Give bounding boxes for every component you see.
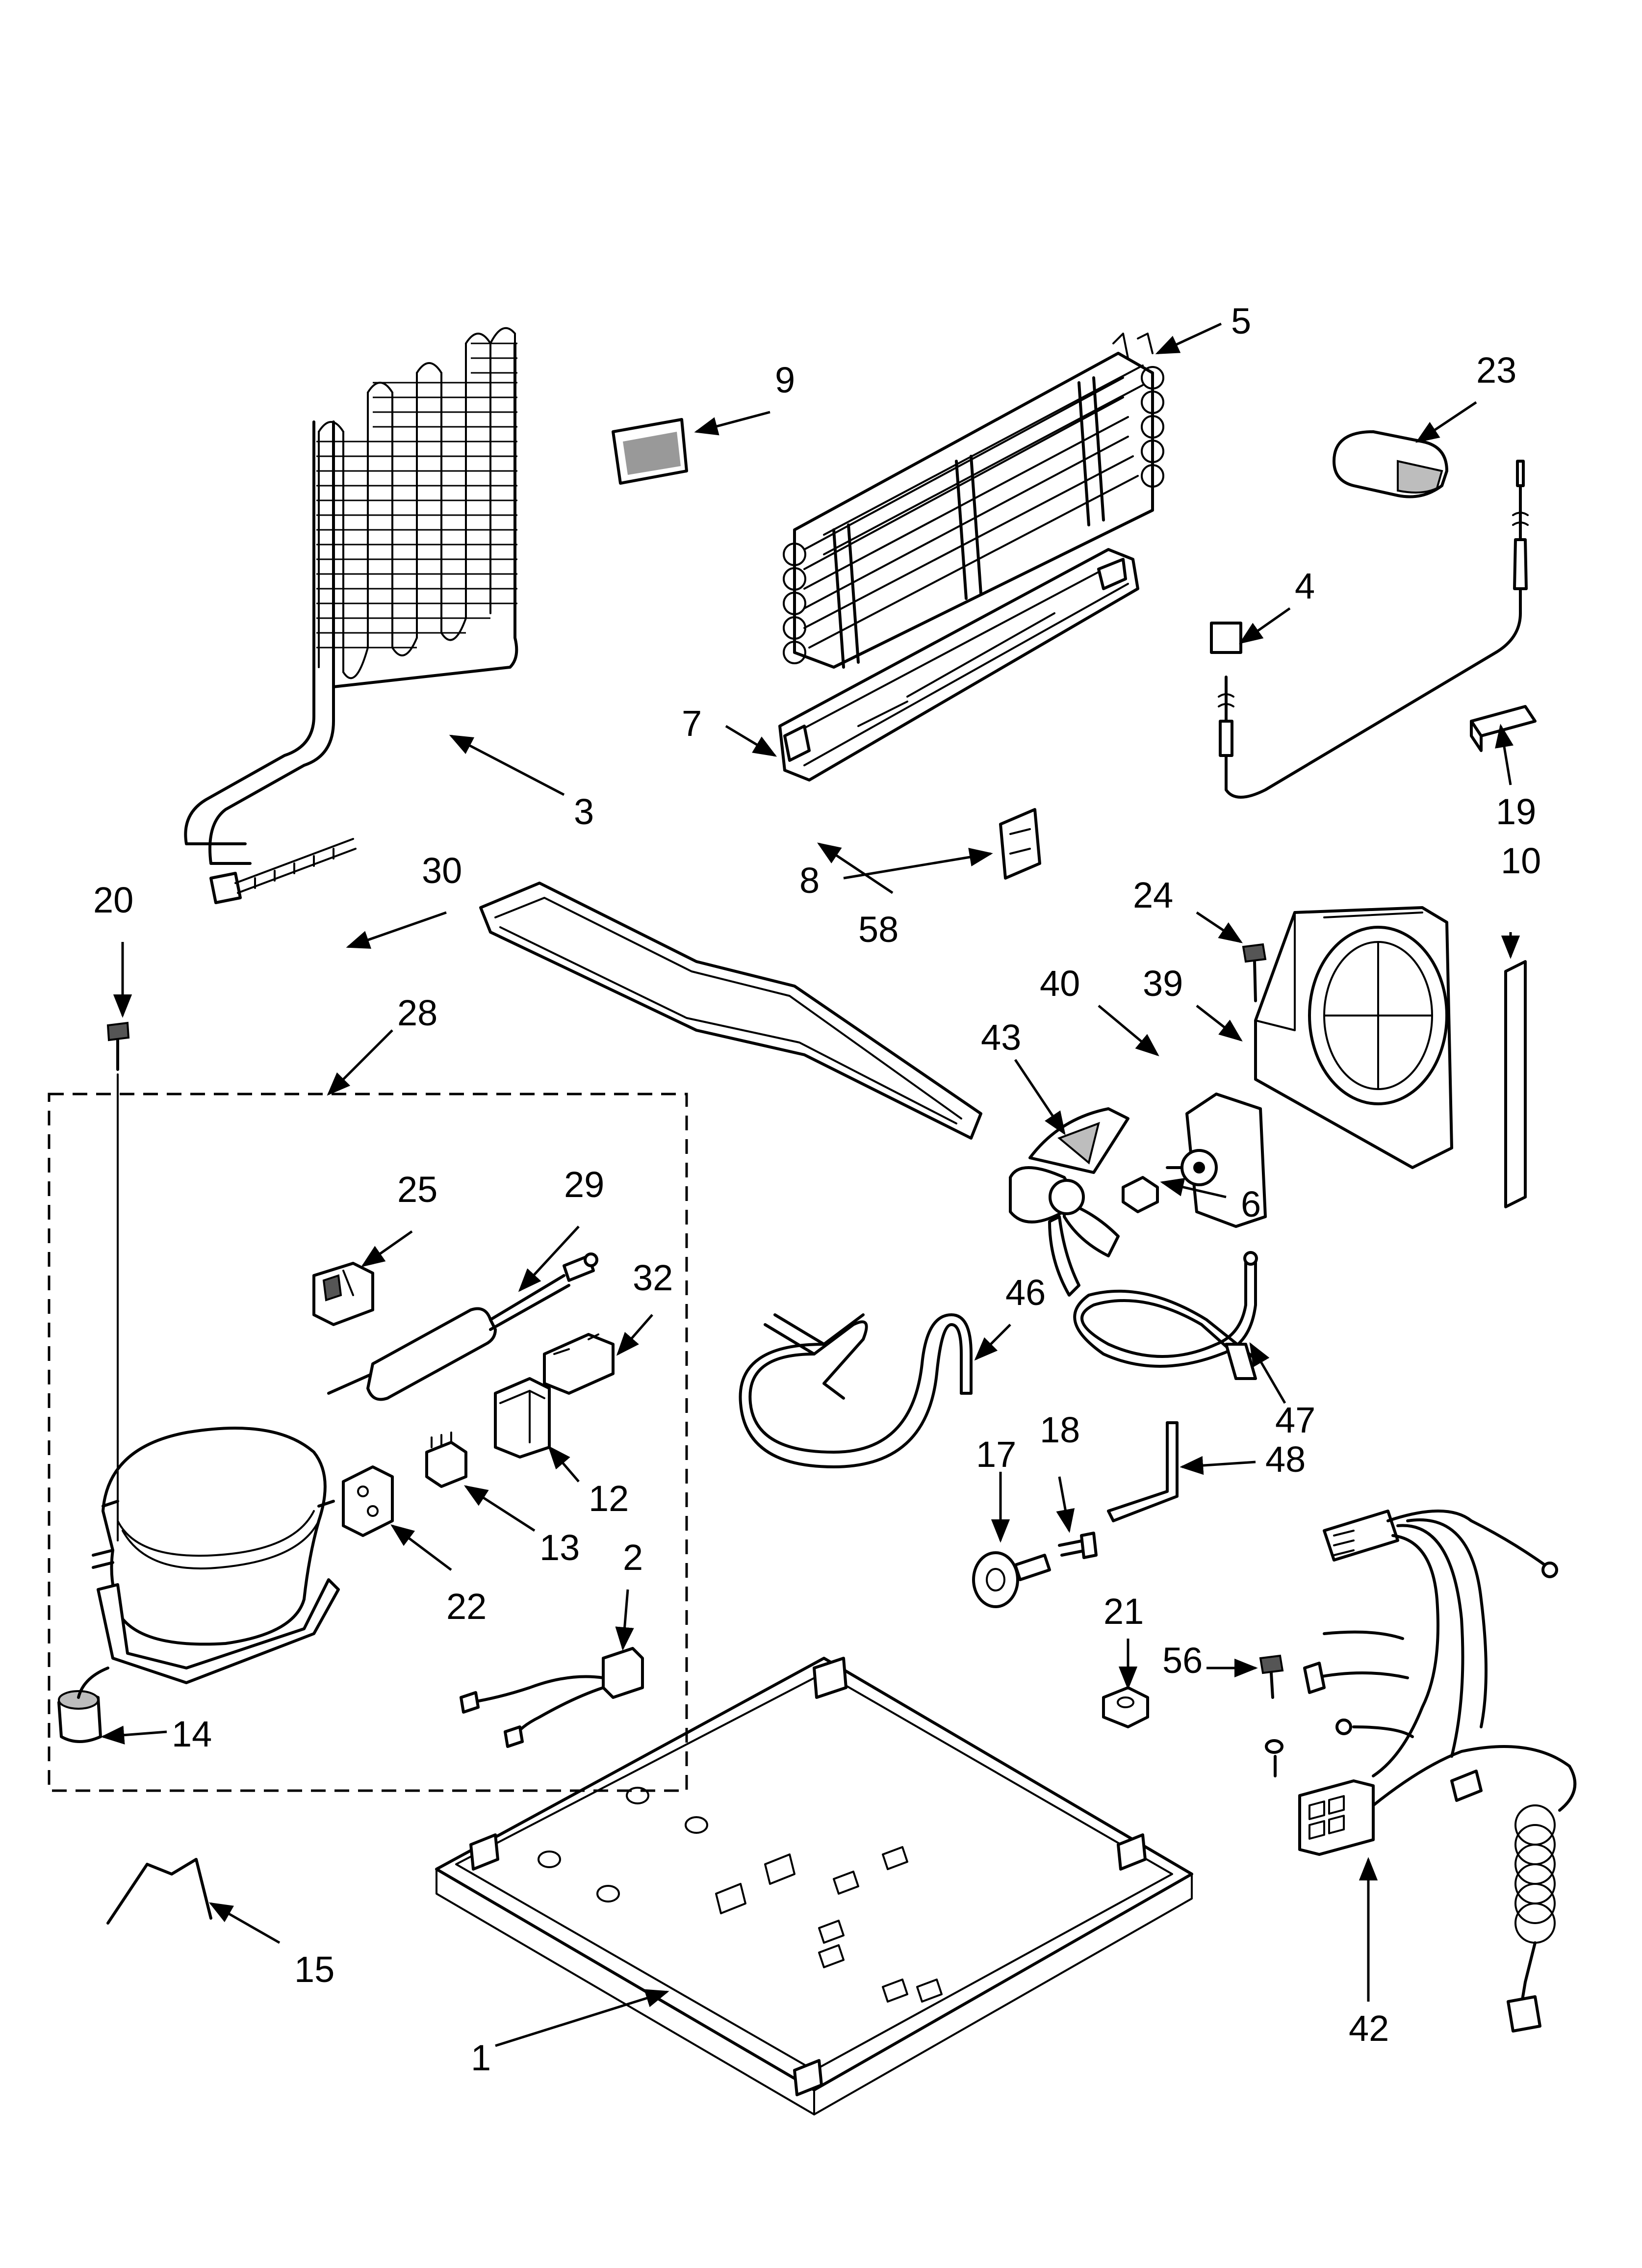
label-5: 5	[1231, 301, 1251, 341]
filter-drier	[327, 1252, 598, 1401]
motor-nut	[1122, 1176, 1159, 1213]
part-labels: 3 9 5 23 4 7 19 8 10 24 58 30 20 28 40 3…	[93, 301, 1541, 2078]
label-15: 15	[294, 1949, 334, 1990]
terminal-block	[342, 1465, 394, 1537]
roller-foot	[972, 1551, 1051, 1608]
spring-clip	[106, 1858, 212, 1925]
label-43: 43	[981, 1017, 1021, 1058]
mounting-screw	[106, 1021, 130, 1541]
compressor-harness	[460, 1647, 644, 1748]
gasket-strip	[1504, 960, 1527, 1208]
overload-relay	[312, 1262, 374, 1326]
label-28: 28	[397, 992, 437, 1033]
relay-cover	[494, 1377, 551, 1459]
label-39: 39	[1143, 963, 1183, 1004]
suction-tube	[739, 1313, 973, 1468]
elbow-tube	[1107, 1421, 1179, 1522]
wire-clip	[1470, 705, 1537, 752]
label-9: 9	[775, 360, 795, 400]
ground-screw	[1259, 1654, 1284, 1777]
label-22: 22	[446, 1586, 487, 1627]
evaporator	[783, 333, 1164, 669]
label-56: 56	[1162, 1640, 1203, 1681]
wiring-harness	[1298, 1510, 1577, 2033]
label-25: 25	[397, 1169, 437, 1210]
label-58: 58	[858, 909, 898, 950]
rubber-cap	[1333, 430, 1448, 498]
label-19: 19	[1496, 791, 1536, 832]
label-4: 4	[1295, 566, 1315, 606]
label-40: 40	[1040, 963, 1080, 1004]
label-20: 20	[93, 880, 133, 920]
label-18: 18	[1040, 1409, 1080, 1450]
thermistor-wire	[1210, 460, 1529, 799]
label-6: 6	[1241, 1184, 1261, 1225]
label-42: 42	[1349, 2008, 1389, 2049]
label-12: 12	[589, 1478, 629, 1519]
label-14: 14	[172, 1714, 212, 1754]
fan-shroud	[1254, 906, 1453, 1169]
label-30: 30	[422, 850, 462, 891]
label-2: 2	[623, 1537, 643, 1578]
label-24: 24	[1133, 875, 1173, 915]
label-7: 7	[682, 703, 702, 744]
label-21: 21	[1103, 1591, 1144, 1632]
clip-bracket	[999, 808, 1041, 880]
label-8: 8	[799, 860, 820, 901]
filter-pad	[612, 418, 688, 485]
compressor-grommet	[57, 1667, 109, 1743]
label-46: 46	[1005, 1272, 1046, 1313]
label-23: 23	[1476, 350, 1516, 391]
drain-pan	[479, 882, 982, 1140]
label-32: 32	[633, 1257, 673, 1298]
leader-lines	[101, 322, 1520, 2047]
drain-trough	[778, 548, 1139, 782]
label-47: 47	[1275, 1400, 1315, 1440]
base-frame	[435, 1657, 1193, 2115]
label-3: 3	[574, 791, 594, 832]
start-relay	[425, 1432, 467, 1488]
fan-blade	[1009, 1107, 1129, 1297]
compressor	[92, 1427, 340, 1684]
label-1: 1	[471, 2037, 491, 2078]
condenser-coil	[184, 327, 518, 865]
label-48: 48	[1265, 1439, 1306, 1480]
hex-nut	[1102, 1686, 1149, 1728]
label-17: 17	[976, 1434, 1016, 1475]
label-10: 10	[1501, 840, 1541, 881]
shroud-screw	[1242, 943, 1267, 1002]
cable-tie	[209, 838, 357, 904]
capillary-tube	[1073, 1251, 1258, 1380]
capacitor	[543, 1333, 615, 1395]
axle-pin	[1058, 1532, 1098, 1559]
compressor-kit-outline	[48, 1093, 688, 1792]
label-29: 29	[564, 1164, 604, 1205]
label-13: 13	[539, 1527, 580, 1568]
